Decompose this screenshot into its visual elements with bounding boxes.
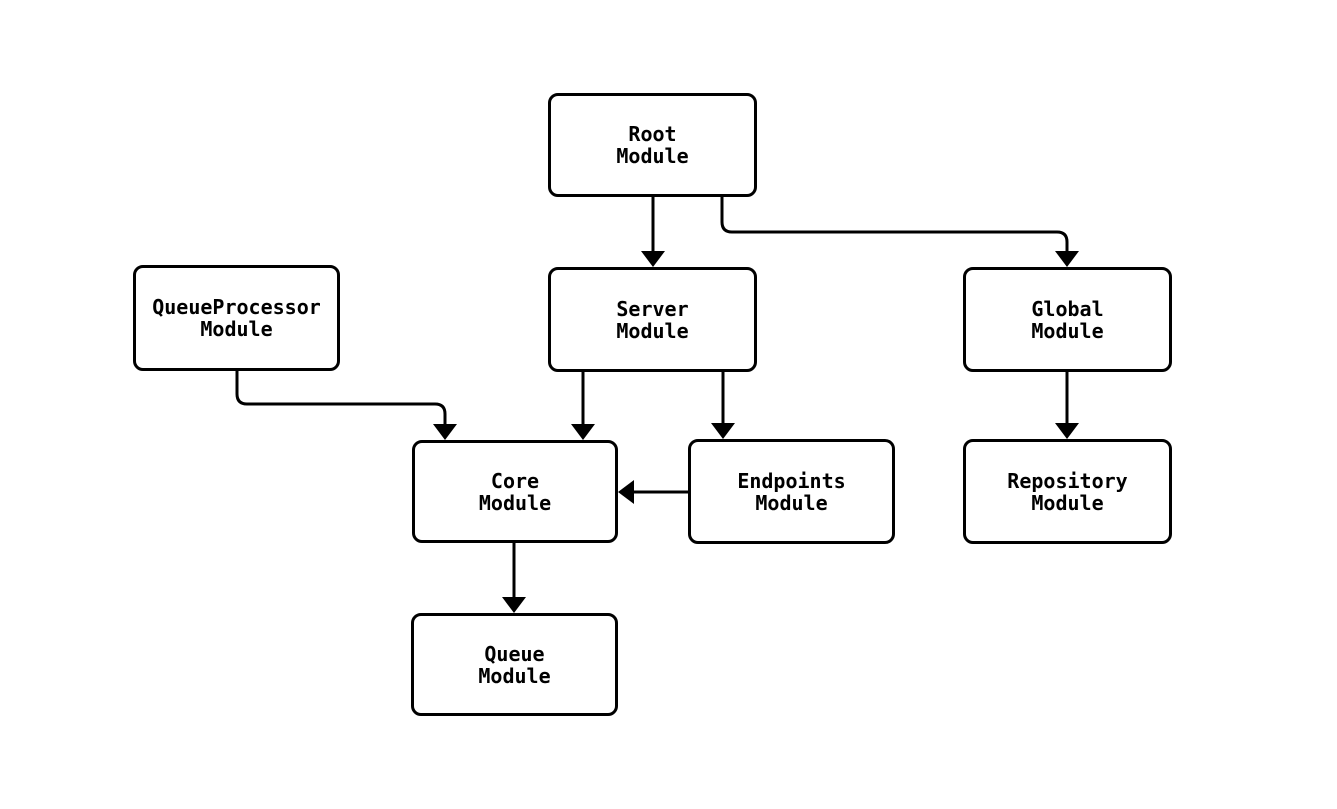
edge-queue_processor-to-core [235,371,447,424]
node-global-module: Global Module [963,267,1172,372]
arrowhead-server-to-core [571,424,595,440]
node-core-module: Core Module [412,440,618,543]
arrowhead-root-to-server [641,251,665,267]
arrowhead-server-to-endpoints [711,423,735,439]
node-server-module: Server Module [548,267,757,372]
node-queue-module: Queue Module [411,613,618,716]
node-root-module-label: Root Module [616,122,689,168]
node-endpoints-module-label: Endpoints Module [737,468,846,515]
edge-root-to-global [720,197,1069,251]
node-queue-module-label: Queue Module [478,641,551,688]
node-root-module: Root Module [548,93,757,197]
arrowhead-global-to-repository [1055,423,1079,439]
arrowhead-queue_processor-to-core [433,424,457,440]
node-core-module-label: Core Module [478,468,552,515]
node-repository-module: Repository Module [963,439,1172,544]
arrowhead-root-to-global [1055,251,1079,267]
arrowhead-core-to-queue [502,597,526,613]
node-queueprocessor-module-label: QueueProcessor Module [152,295,321,341]
node-server-module-label: Server Module [616,296,689,343]
node-endpoints-module: Endpoints Module [688,439,895,544]
node-repository-module-label: Repository Module [1007,468,1128,515]
arrowhead-endpoints-to-core [618,480,634,504]
node-queueprocessor-module: QueueProcessor Module [133,265,340,371]
node-global-module-label: Global Module [1031,296,1104,343]
